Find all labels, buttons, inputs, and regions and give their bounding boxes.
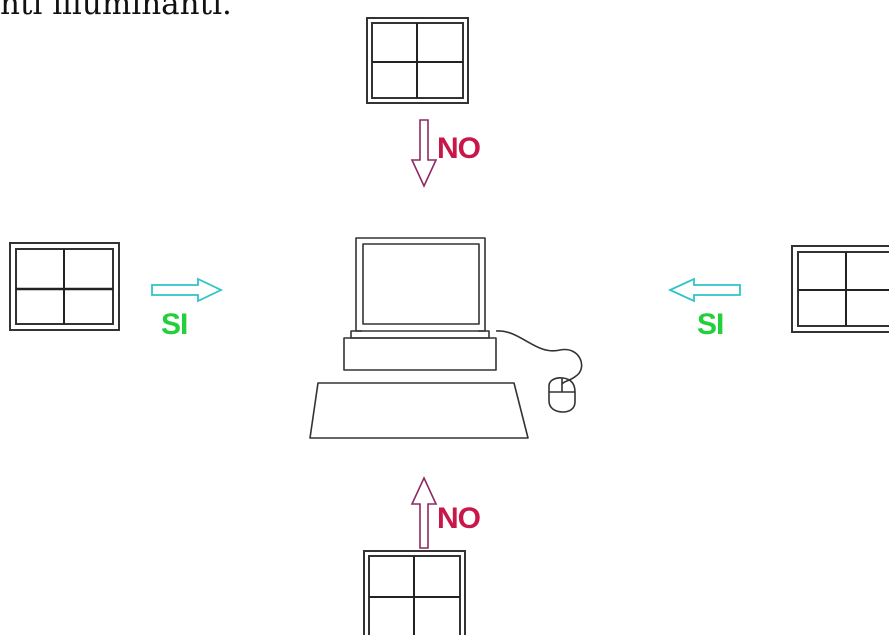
label-left-si: SI bbox=[161, 310, 187, 340]
window-top bbox=[367, 18, 468, 103]
label-right-si: SI bbox=[697, 310, 723, 340]
keyboard-icon bbox=[310, 383, 528, 438]
arrow-left-icon bbox=[670, 279, 740, 301]
computer-workstation-icon bbox=[310, 238, 582, 438]
monitor-icon bbox=[356, 238, 485, 331]
system-unit-icon bbox=[344, 338, 496, 370]
label-bottom-no: NO bbox=[437, 504, 480, 534]
window-right bbox=[792, 246, 889, 332]
arrow-up-icon bbox=[412, 478, 436, 548]
window-left bbox=[10, 243, 119, 330]
mouse-cable bbox=[496, 331, 582, 384]
arrow-right-icon bbox=[152, 279, 221, 301]
label-top-no: NO bbox=[437, 134, 480, 164]
arrow-down-icon bbox=[412, 120, 436, 186]
window-bottom bbox=[364, 551, 465, 635]
